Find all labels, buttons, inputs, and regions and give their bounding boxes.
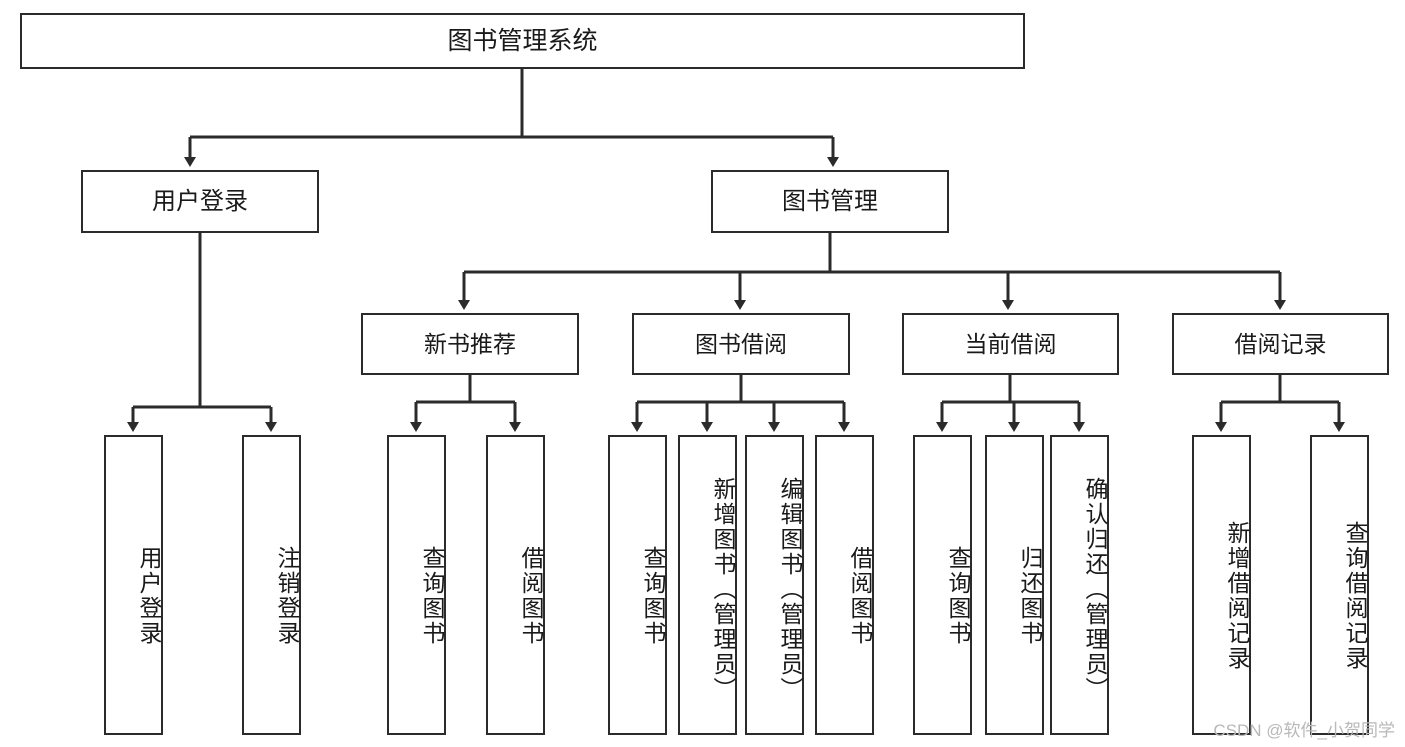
- leaf-node[interactable]: 查询图书: [387, 435, 446, 735]
- node-label: 新书推荐: [424, 330, 516, 357]
- leaf-node[interactable]: 用户登录: [104, 435, 163, 735]
- node-label: 当前借阅: [964, 330, 1057, 357]
- leaf-node[interactable]: 归还图书: [985, 435, 1044, 735]
- node-root-system[interactable]: 图书管理系统: [20, 13, 1025, 69]
- leaf-node-label: 借阅图书: [518, 546, 544, 646]
- watermark-text: CSDN @软件_小贺同学: [1213, 721, 1395, 740]
- node-label: 图书借阅: [695, 330, 787, 357]
- leaf-node-label: 查询图书: [945, 546, 971, 646]
- leaf-node-label: 确认归还（管理员）: [1082, 476, 1108, 702]
- node-label: 用户登录: [152, 187, 248, 215]
- leaf-node-label: 查询图书: [640, 546, 666, 646]
- leaf-node-label: 新增借阅记录: [1224, 521, 1250, 671]
- leaf-node-label: 查询借阅记录: [1342, 521, 1368, 671]
- leaf-node[interactable]: 查询图书: [913, 435, 972, 735]
- leaf-node-label: 新增图书（管理员）: [710, 476, 736, 702]
- leaf-node-label: 归还图书: [1017, 546, 1043, 646]
- node-label: 图书管理系统: [447, 26, 598, 55]
- leaf-node[interactable]: 借阅图书: [486, 435, 545, 735]
- node-book-borrowing[interactable]: 图书借阅: [632, 313, 850, 375]
- leaf-node-label: 注销登录: [274, 546, 300, 646]
- leaf-node[interactable]: 新增图书（管理员）: [678, 435, 737, 735]
- leaf-node[interactable]: 查询图书: [608, 435, 667, 735]
- leaf-node-label: 查询图书: [419, 546, 445, 646]
- node-label: 借阅记录: [1234, 330, 1327, 357]
- leaf-node[interactable]: 新增借阅记录: [1192, 435, 1251, 735]
- leaf-node[interactable]: 注销登录: [242, 435, 301, 735]
- leaf-node-label: 借阅图书: [847, 546, 873, 646]
- node-user-login[interactable]: 用户登录: [81, 170, 319, 233]
- leaf-node[interactable]: 编辑图书（管理员）: [745, 435, 804, 735]
- node-current-borrowing[interactable]: 当前借阅: [902, 313, 1119, 375]
- leaf-node[interactable]: 确认归还（管理员）: [1050, 435, 1109, 735]
- node-borrow-records[interactable]: 借阅记录: [1172, 313, 1389, 375]
- node-book-management[interactable]: 图书管理: [711, 170, 949, 233]
- leaf-node[interactable]: 查询借阅记录: [1310, 435, 1369, 735]
- node-label: 图书管理: [782, 187, 878, 215]
- leaf-node-label: 编辑图书（管理员）: [777, 476, 803, 702]
- leaf-node-label: 用户登录: [136, 546, 162, 646]
- node-new-book-recommendation[interactable]: 新书推荐: [361, 313, 579, 375]
- leaf-node[interactable]: 借阅图书: [815, 435, 874, 735]
